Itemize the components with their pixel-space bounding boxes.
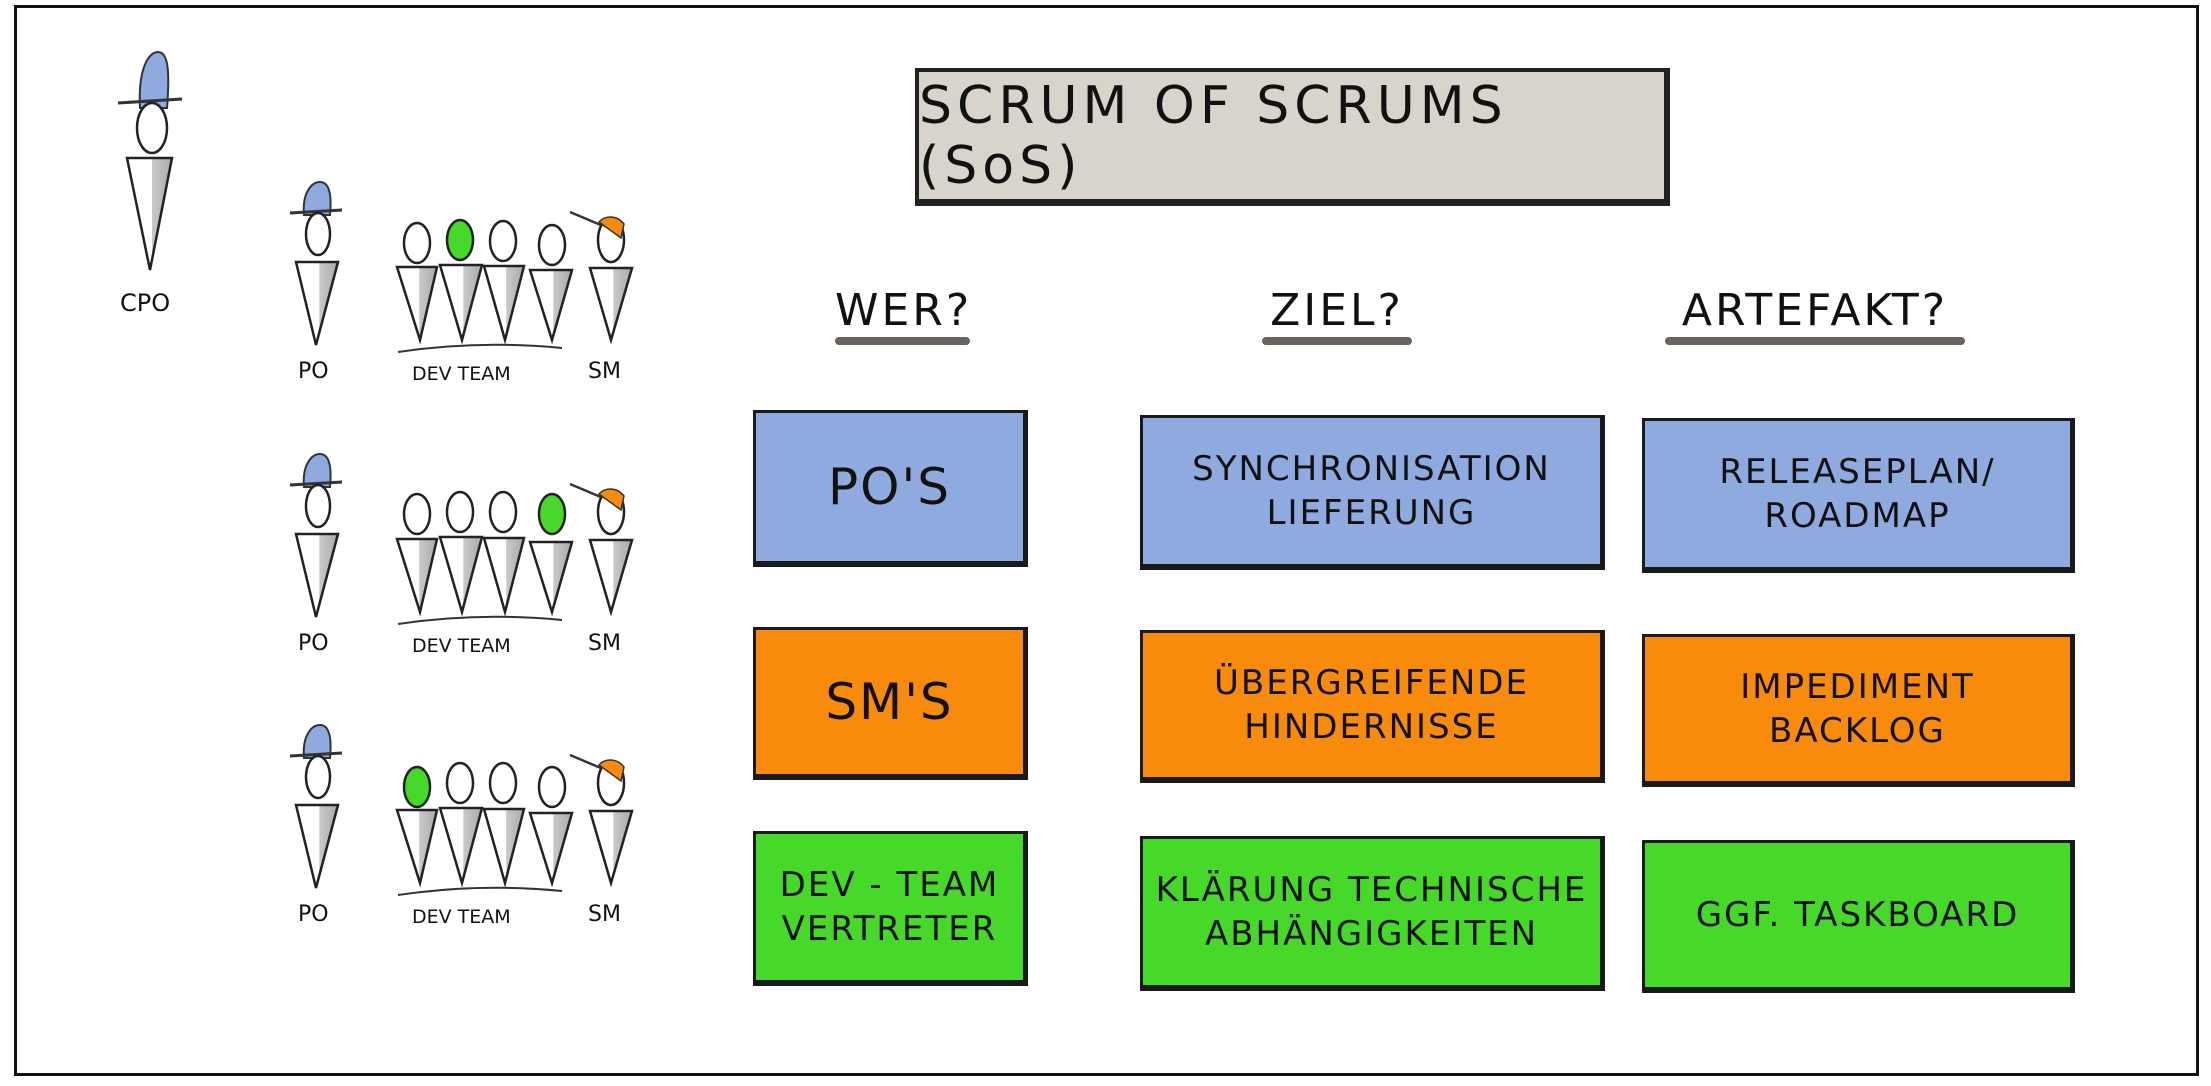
card-wer-sms: SM'S	[753, 627, 1028, 780]
dev-team-label: DEV TEAM	[412, 363, 511, 385]
card-ziel-abhaengigkeiten: KLÄRUNG TECHNISCHE ABHÄNGIGKEITEN	[1140, 836, 1605, 991]
po-hat-icon	[302, 452, 332, 488]
card-ziel-synchronisation: SYNCHRONISATION LIEFERUNG	[1140, 415, 1605, 570]
cpo-label: CPO	[120, 289, 170, 317]
dev-team-label: DEV TEAM	[412, 906, 511, 928]
sm-label: SM	[588, 631, 621, 656]
dev-head-highlighted	[537, 492, 567, 536]
dev-head	[402, 221, 432, 265]
po-label: PO	[298, 631, 329, 656]
diagram-title: SCRUM OF SCRUMS (SoS)	[919, 75, 1508, 196]
po-figure: PO	[289, 723, 343, 927]
sm-body	[588, 266, 634, 345]
po-figure: PO	[289, 180, 343, 384]
sm-figure: SM	[569, 482, 634, 656]
sm-label: SM	[588, 359, 621, 384]
dev-team-figures: DEV TEAM	[395, 761, 574, 928]
card-wer-dev-team: DEV - TEAM VERTRETER	[753, 831, 1028, 986]
po-head	[304, 211, 332, 257]
dev-head	[488, 219, 518, 263]
cpo-hat-icon	[138, 50, 170, 109]
sm-figure: SM	[569, 210, 634, 384]
cpo-figure: CPO	[117, 50, 183, 317]
card-artefakt-releaseplan: RELEASEPLAN/ ROADMAP	[1642, 418, 2075, 573]
card-text: RELEASEPLAN/ ROADMAP	[1719, 451, 1996, 536]
card-text: ÜBERGREIFENDE HINDERNISSE	[1214, 662, 1529, 747]
diagram-title-box: SCRUM OF SCRUMS (SoS)	[915, 68, 1670, 206]
card-text: PO'S	[828, 457, 951, 516]
column-header-underline	[1665, 337, 1965, 345]
column-header-artefakt: ARTEFAKT?	[1665, 285, 1965, 345]
team-group-2: PO DEV TEAM SM	[289, 452, 634, 657]
card-artefakt-taskboard: GGF. TASKBOARD	[1642, 840, 2075, 993]
column-header-ziel-text: ZIEL?	[1270, 285, 1404, 336]
card-wer-pos: PO'S	[753, 410, 1028, 567]
po-label: PO	[298, 902, 329, 927]
dev-team-label: DEV TEAM	[412, 635, 511, 657]
po-hat-icon	[302, 180, 332, 216]
card-text: DEV - TEAM VERTRETER	[779, 864, 1000, 949]
card-artefakt-impediment-backlog: IMPEDIMENT BACKLOG	[1642, 634, 2075, 787]
column-header-underline	[1262, 337, 1412, 345]
po-body	[294, 260, 340, 346]
dev-team-figures: DEV TEAM	[395, 218, 574, 385]
cpo-hat-brim	[117, 97, 183, 105]
sm-hat-icon	[597, 488, 625, 512]
dev-team-bracket	[397, 343, 563, 353]
dev-head	[537, 223, 567, 267]
dev-head-highlighted	[402, 765, 432, 809]
card-ziel-hindernisse: ÜBERGREIFENDE HINDERNISSE	[1140, 630, 1605, 783]
dev-head-highlighted	[445, 218, 475, 262]
sm-hat-icon	[597, 216, 625, 240]
card-text: KLÄRUNG TECHNISCHE ABHÄNGIGKEITEN	[1155, 869, 1588, 954]
po-label: PO	[298, 359, 329, 384]
po-hat-icon	[302, 723, 332, 759]
sm-figure: SM	[569, 753, 634, 927]
sm-hat-icon	[597, 759, 625, 783]
cpo-head	[135, 101, 169, 155]
column-header-wer: WER?	[835, 285, 970, 345]
people-illustration: CPO PO DEV TEAM SM	[117, 50, 634, 928]
team-group-1: PO DEV TEAM SM	[289, 180, 634, 385]
card-text: GGF. TASKBOARD	[1695, 894, 2020, 935]
card-text: IMPEDIMENT BACKLOG	[1740, 666, 1975, 751]
column-header-wer-text: WER?	[835, 285, 973, 336]
cpo-body	[125, 156, 174, 271]
column-header-underline	[835, 337, 970, 345]
card-text: SM'S	[825, 672, 954, 731]
dev-team-figures: DEV TEAM	[395, 490, 574, 657]
column-header-ziel: ZIEL?	[1262, 285, 1412, 345]
column-header-artefakt-text: ARTEFAKT?	[1681, 285, 1949, 336]
team-group-3: PO DEV TEAM SM	[289, 723, 634, 928]
card-text: SYNCHRONISATION LIEFERUNG	[1192, 448, 1551, 533]
po-figure: PO	[289, 452, 343, 656]
sm-label: SM	[588, 902, 621, 927]
